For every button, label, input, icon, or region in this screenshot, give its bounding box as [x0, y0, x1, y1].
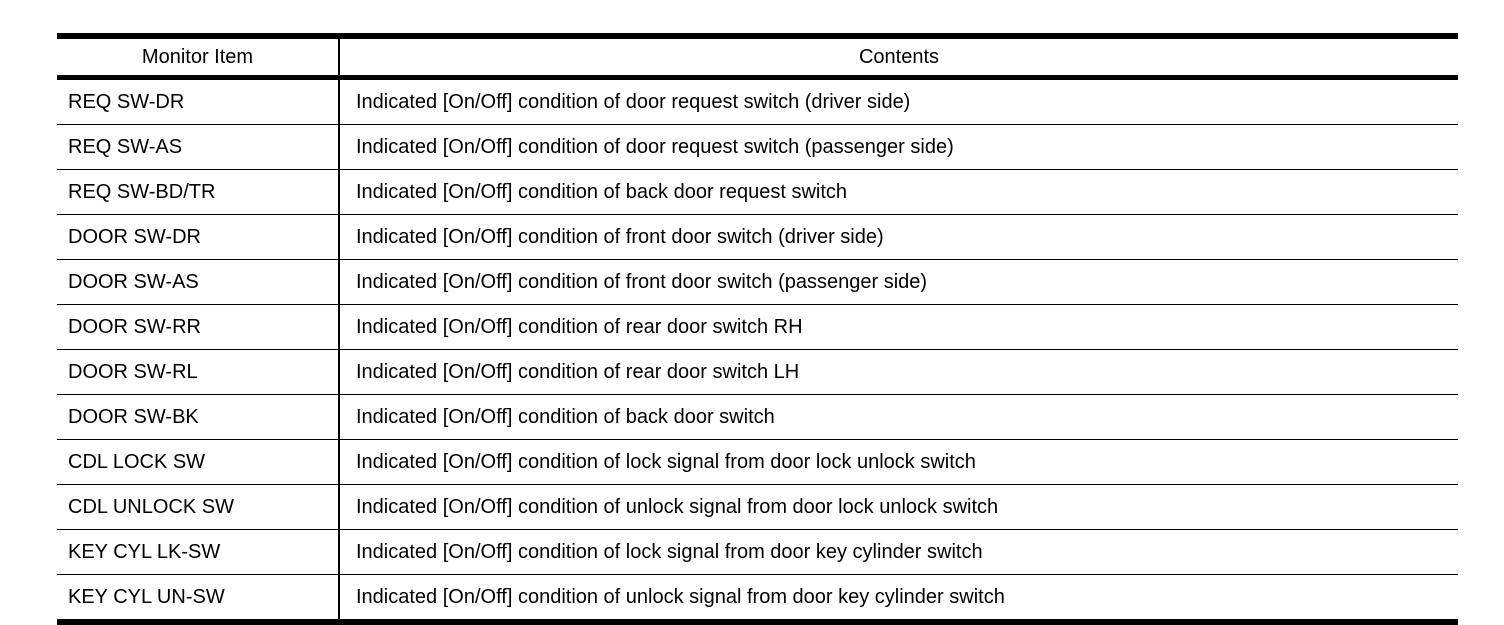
table-row: KEY CYL UN-SW Indicated [On/Off] conditi…: [57, 574, 1458, 623]
monitor-item-table: Monitor Item Contents REQ SW-DR Indicate…: [57, 33, 1458, 625]
table-row: REQ SW-DR Indicated [On/Off] condition o…: [57, 77, 1458, 125]
monitor-item-cell: REQ SW-AS: [57, 124, 340, 170]
monitor-item-cell: REQ SW-DR: [57, 77, 340, 125]
monitor-item-cell: KEY CYL LK-SW: [57, 529, 340, 575]
contents-cell: Indicated [On/Off] condition of lock sig…: [339, 529, 1458, 575]
monitor-item-cell: REQ SW-BD/TR: [57, 169, 340, 215]
monitor-item-cell: DOOR SW-RR: [57, 304, 340, 350]
contents-cell: Indicated [On/Off] condition of door req…: [339, 124, 1458, 170]
table-row: DOOR SW-AS Indicated [On/Off] condition …: [57, 259, 1458, 305]
contents-cell: Indicated [On/Off] condition of rear doo…: [339, 349, 1458, 395]
column-header-monitor-item: Monitor Item: [57, 36, 340, 80]
contents-cell: Indicated [On/Off] condition of rear doo…: [339, 304, 1458, 350]
monitor-item-cell: DOOR SW-DR: [57, 214, 340, 260]
monitor-item-cell: CDL LOCK SW: [57, 439, 340, 485]
table-header-row: Monitor Item Contents: [57, 36, 1458, 80]
contents-cell: Indicated [On/Off] condition of front do…: [339, 214, 1458, 260]
contents-cell: Indicated [On/Off] condition of back doo…: [339, 169, 1458, 215]
table-row: REQ SW-BD/TR Indicated [On/Off] conditio…: [57, 169, 1458, 215]
table-row: CDL UNLOCK SW Indicated [On/Off] conditi…: [57, 484, 1458, 530]
monitor-item-cell: DOOR SW-AS: [57, 259, 340, 305]
table-row: DOOR SW-RR Indicated [On/Off] condition …: [57, 304, 1458, 350]
contents-cell: Indicated [On/Off] condition of back doo…: [339, 394, 1458, 440]
table-row: DOOR SW-RL Indicated [On/Off] condition …: [57, 349, 1458, 395]
column-header-contents: Contents: [339, 36, 1458, 80]
monitor-item-cell: DOOR SW-BK: [57, 394, 340, 440]
table-row: DOOR SW-DR Indicated [On/Off] condition …: [57, 214, 1458, 260]
contents-cell: Indicated [On/Off] condition of door req…: [339, 77, 1458, 125]
table-row: DOOR SW-BK Indicated [On/Off] condition …: [57, 394, 1458, 440]
monitor-item-cell: DOOR SW-RL: [57, 349, 340, 395]
table-row: REQ SW-AS Indicated [On/Off] condition o…: [57, 124, 1458, 170]
table-row: CDL LOCK SW Indicated [On/Off] condition…: [57, 439, 1458, 485]
contents-cell: Indicated [On/Off] condition of front do…: [339, 259, 1458, 305]
contents-cell: Indicated [On/Off] condition of unlock s…: [339, 574, 1458, 623]
contents-cell: Indicated [On/Off] condition of lock sig…: [339, 439, 1458, 485]
monitor-item-cell: KEY CYL UN-SW: [57, 574, 340, 623]
table-row: KEY CYL LK-SW Indicated [On/Off] conditi…: [57, 529, 1458, 575]
contents-cell: Indicated [On/Off] condition of unlock s…: [339, 484, 1458, 530]
monitor-item-cell: CDL UNLOCK SW: [57, 484, 340, 530]
